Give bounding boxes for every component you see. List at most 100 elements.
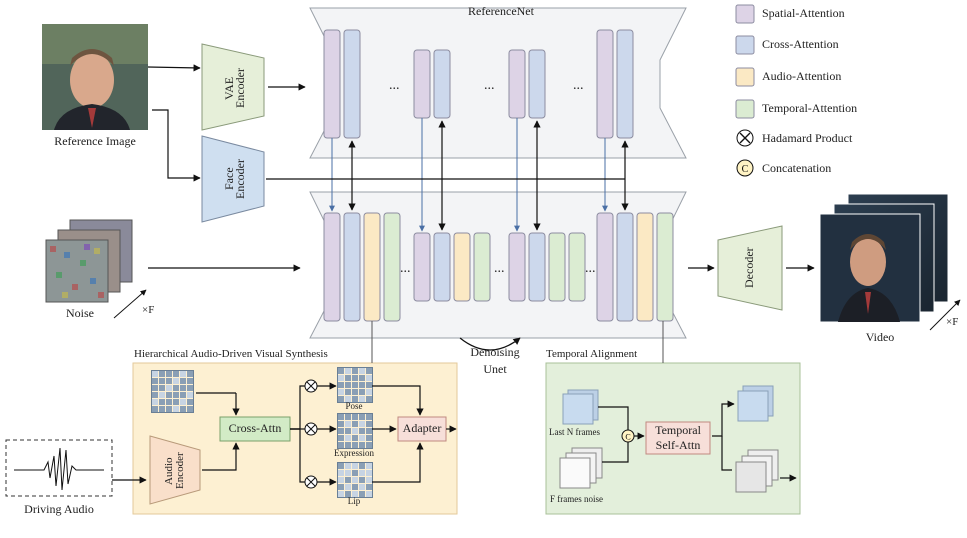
ref-ellipsis-1: ...: [389, 78, 400, 93]
grid-cell: [366, 442, 372, 448]
grid-cell: [359, 428, 365, 434]
grid-border: [337, 413, 373, 449]
grid-cell: [345, 442, 351, 448]
concat-glyph: C: [742, 164, 749, 175]
grid-cell: [166, 392, 172, 398]
temporal-title: Temporal Alignment: [546, 348, 638, 360]
grid-cell: [359, 435, 365, 441]
grid-cell: [345, 396, 351, 402]
grid-cell: [352, 382, 358, 388]
audio-waveform: [14, 447, 104, 491]
hadamard-icon: [304, 475, 318, 489]
grid-cell: [187, 406, 193, 412]
unet-audio-block-4: [636, 212, 654, 322]
grid-cell: [366, 389, 372, 395]
ref-spatial-block-3: [508, 49, 526, 119]
grid-cell: [180, 399, 186, 405]
output-frames-bottom: [735, 449, 779, 493]
grid-cell: [352, 368, 358, 374]
hadamard-icon: [304, 379, 318, 393]
grid-cell: [338, 463, 344, 469]
grid-cell: [352, 414, 358, 420]
grid-cell: [338, 396, 344, 402]
grid-cell: [338, 382, 344, 388]
grid-cell: [359, 421, 365, 427]
unet-temporal-block-3: [568, 232, 586, 302]
grid-cell: [180, 392, 186, 398]
f-frames-noise: [559, 447, 603, 489]
unet-temporal-block-2: [473, 232, 491, 302]
video-frames-arrow: [929, 299, 961, 331]
grid-cell: [352, 389, 358, 395]
grid-cell: [345, 375, 351, 381]
audio-feature-grid: [151, 370, 194, 413]
grid-cell: [366, 368, 372, 374]
grid-cell: [352, 421, 358, 427]
legend-temporal-label: Temporal-Attention: [762, 101, 858, 115]
cross-attn-box: [219, 416, 291, 442]
ref-ellipsis-3: ...: [573, 78, 584, 93]
unet-cross-block-2: [433, 232, 451, 302]
grid-cell: [338, 484, 344, 490]
temporal-self-attn-label-2: Self-Attn: [655, 438, 701, 452]
vae-encoder: [201, 43, 265, 131]
output-frames-top: [737, 385, 774, 422]
pose-label: Pose: [345, 401, 363, 411]
denoising-loop-arrow: [459, 337, 521, 351]
branch-lines: [290, 382, 337, 486]
unet-blocks: [323, 212, 674, 322]
grid-cell: [173, 399, 179, 405]
grid-cell: [152, 385, 158, 391]
driving-audio-label: Driving Audio: [24, 502, 94, 516]
grid-cell: [345, 421, 351, 427]
grid-cell: [359, 477, 365, 483]
grid-cell: [359, 396, 365, 402]
grid-cell: [359, 470, 365, 476]
ref-spatial-block-4: [596, 29, 614, 139]
grid-cell: [359, 375, 365, 381]
grid-cell: [345, 463, 351, 469]
grid-cell: [359, 491, 365, 497]
grid-cell: [338, 477, 344, 483]
video-label: Video: [865, 330, 895, 344]
grid-cell: [345, 368, 351, 374]
grid-cell: [359, 368, 365, 374]
reference-image: [42, 24, 148, 130]
grid-cell: [338, 421, 344, 427]
face-encoder: [201, 135, 265, 223]
hadamard-ops: [304, 379, 318, 489]
grid-cell: [187, 392, 193, 398]
grid-cell: [338, 375, 344, 381]
grid-cell: [366, 375, 372, 381]
f-frames-noise-label: F frames noise: [550, 494, 603, 504]
grid-cell: [180, 378, 186, 384]
grid-border: [151, 370, 194, 413]
grid-cell: [359, 389, 365, 395]
face-encoder-label: Face Encoder: [222, 159, 247, 199]
grid-cell: [345, 470, 351, 476]
noise-frames-arrow: [113, 289, 147, 319]
grid-cell: [345, 389, 351, 395]
unet-spatial-block-3: [508, 232, 526, 302]
grid-cell: [180, 406, 186, 412]
grid-cell: [187, 399, 193, 405]
grid-cell: [366, 421, 372, 427]
grid-cell: [338, 389, 344, 395]
grid-cell: [180, 371, 186, 377]
audio-encoder: [149, 435, 201, 505]
grid-cell: [366, 477, 372, 483]
grid-cell: [345, 491, 351, 497]
grid-cell: [352, 484, 358, 490]
grid-cell: [366, 396, 372, 402]
ref-cross-block-4: [616, 29, 634, 139]
grid-cell: [345, 484, 351, 490]
unet-temporal-block-1: [383, 212, 401, 322]
grid-cell: [366, 470, 372, 476]
legend-hadamard-label: Hadamard Product: [762, 131, 853, 145]
grid-cell: [152, 406, 158, 412]
grid-cell: [338, 428, 344, 434]
unet-cross-block-1: [343, 212, 361, 322]
temporal-self-attn-label-1: Temporal: [655, 423, 701, 437]
grid-cell: [359, 484, 365, 490]
grid-cell: [359, 382, 365, 388]
